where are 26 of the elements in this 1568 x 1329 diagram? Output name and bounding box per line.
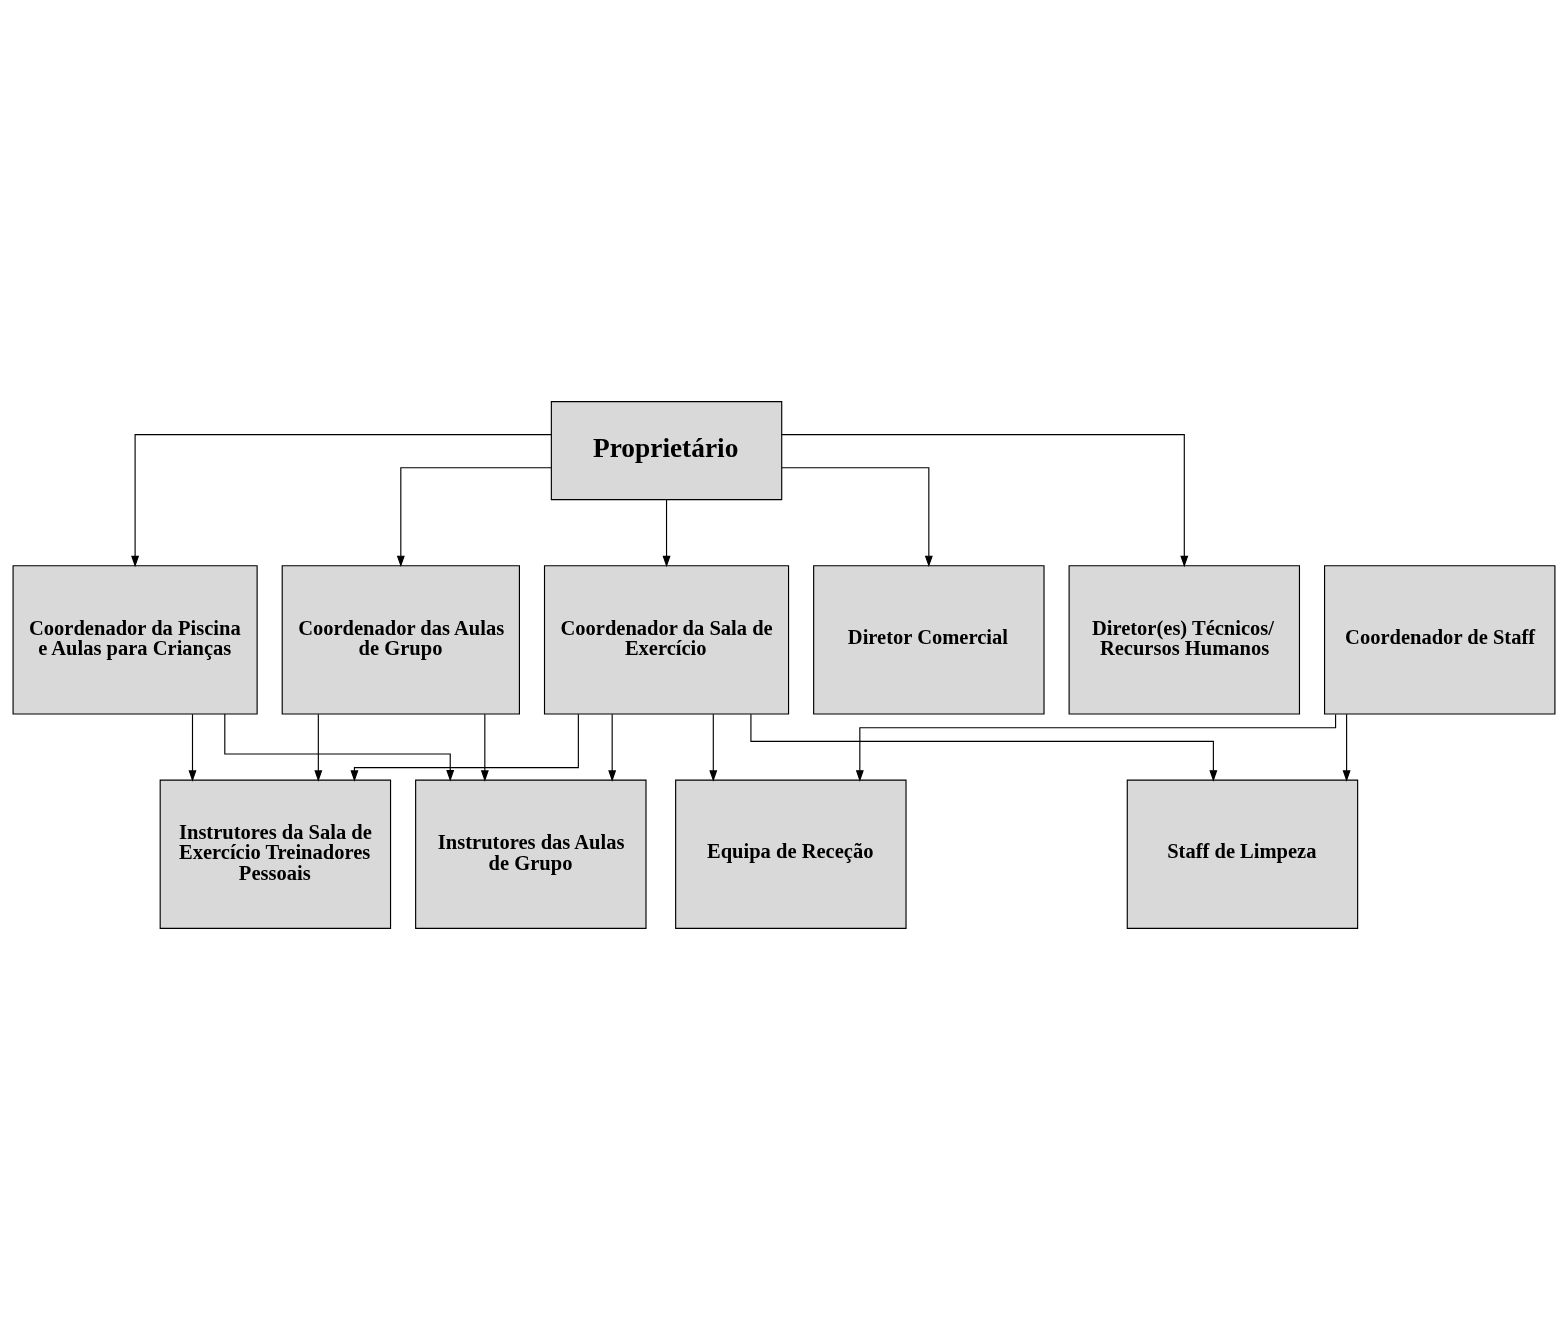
node-box: Coordenador da Piscina e Aulas para Crianças: [12, 564, 258, 715]
node-box: Instrutores das Aulas de Grupo: [415, 779, 647, 929]
arrow: [350, 713, 579, 782]
node-box: Equipa de Receção: [675, 779, 907, 929]
node-box: Coordenador da Sala de Exercício: [543, 564, 790, 715]
node-box: Coordenador de Staff: [1324, 564, 1556, 715]
arrow: [709, 713, 718, 782]
node-box: Proprietário: [550, 400, 783, 500]
node-box: Coordenador das Aulas de Grupo: [281, 564, 520, 715]
arrow: [781, 466, 933, 567]
arrow: [131, 433, 552, 567]
arrow: [224, 713, 455, 782]
arrow: [855, 713, 1337, 782]
arrow: [781, 433, 1189, 567]
arrow: [314, 713, 323, 782]
arrow: [188, 713, 197, 782]
arrow: [662, 498, 671, 567]
node-box: Instrutores da Sala de Exercício Treinadores Pessoais: [159, 779, 392, 929]
arrow: [750, 713, 1218, 782]
node-box: Diretor(es) Técnicos/ Recursos Humanos: [1068, 564, 1301, 715]
node-box: Diretor Comercial: [813, 564, 1045, 715]
arrow: [396, 466, 552, 567]
node-box: Staff de Limpeza: [1126, 779, 1359, 929]
arrow: [1342, 713, 1351, 782]
arrow: [608, 713, 617, 782]
arrow: [480, 713, 489, 782]
